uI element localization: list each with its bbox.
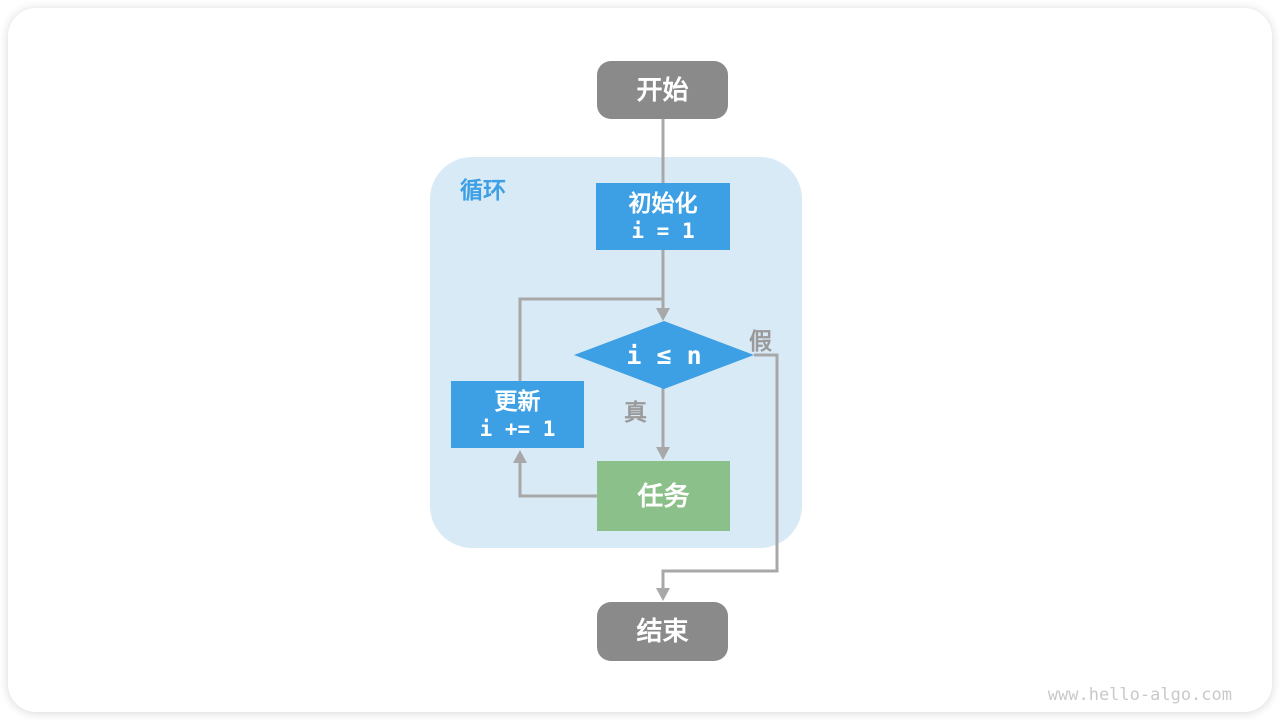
branch-label-true: 真 xyxy=(624,399,647,425)
branch-label-false: 假 xyxy=(749,328,772,354)
node-condition-code: i ≤ n xyxy=(626,340,702,370)
node-update: 更新 i += 1 xyxy=(451,381,584,448)
node-init: 初始化 i = 1 xyxy=(596,183,730,250)
site-watermark: www.hello-algo.com xyxy=(1047,685,1232,705)
diagram-card: 循环 开始 初始化 i = 1 i ≤ n 真 假 更新 i += 1 任务 xyxy=(8,8,1272,712)
loop-region-label: 循环 xyxy=(460,177,506,203)
node-end: 结束 xyxy=(597,602,728,661)
arrowhead-into-end xyxy=(656,588,670,601)
node-task: 任务 xyxy=(597,461,730,531)
node-update-title: 更新 xyxy=(494,388,541,414)
node-init-title: 初始化 xyxy=(628,190,698,216)
node-update-code: i += 1 xyxy=(479,416,556,441)
node-init-code: i = 1 xyxy=(631,218,695,243)
node-start: 开始 xyxy=(597,61,728,119)
